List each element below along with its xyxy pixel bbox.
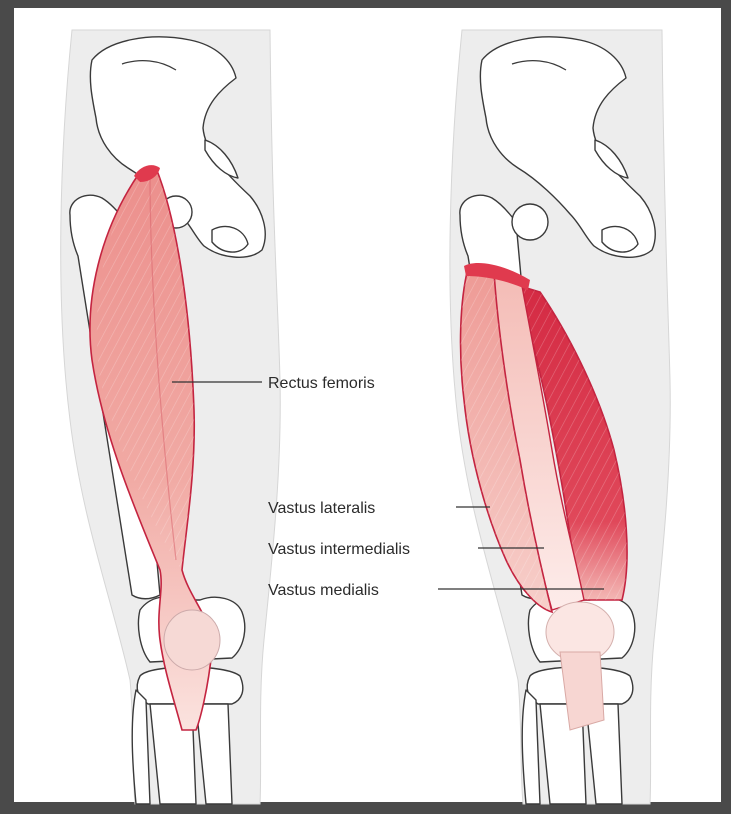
right-leg (438, 30, 670, 804)
label-vastus-lateralis: Vastus lateralis (268, 500, 375, 517)
label-vastus-intermedialis: Vastus intermedialis (268, 541, 410, 558)
left-leg (61, 30, 281, 804)
label-vastus-medialis: Vastus medialis (268, 582, 379, 599)
label-rectus-femoris: Rectus femoris (268, 375, 375, 392)
